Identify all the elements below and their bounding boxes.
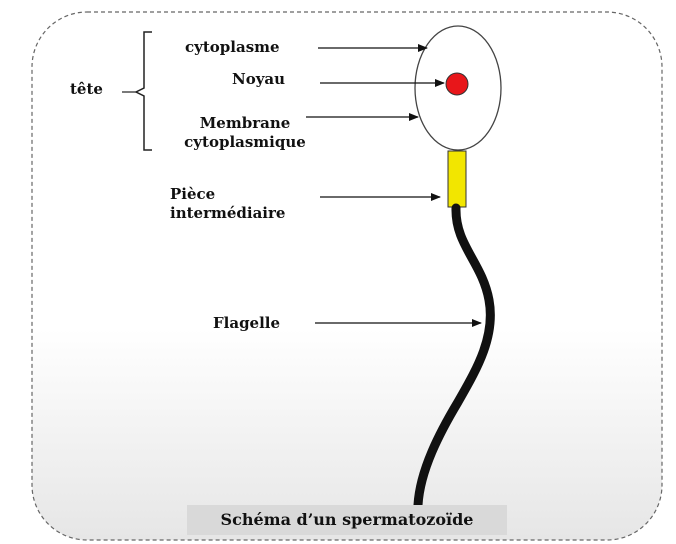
label-noyau: Noyau (232, 70, 285, 89)
label-piece-line2: intermédiaire (170, 204, 285, 223)
label-membrane-cytoplasmique: Membrane cytoplasmique (160, 114, 330, 152)
label-tete: tête (70, 80, 103, 99)
midpiece (448, 151, 466, 207)
label-flagelle: Flagelle (213, 314, 280, 333)
label-cytoplasme: cytoplasme (185, 38, 280, 57)
label-membrane-line2: cytoplasmique (160, 133, 330, 152)
label-piece-line1: Pièce (170, 185, 285, 204)
label-membrane-line1: Membrane (160, 114, 330, 133)
diagram-frame (32, 12, 662, 540)
diagram-caption: Schéma d’un spermatozoïde (187, 510, 507, 529)
label-piece-intermediaire: Pièce intermédiaire (170, 185, 285, 223)
nucleus (446, 73, 468, 95)
